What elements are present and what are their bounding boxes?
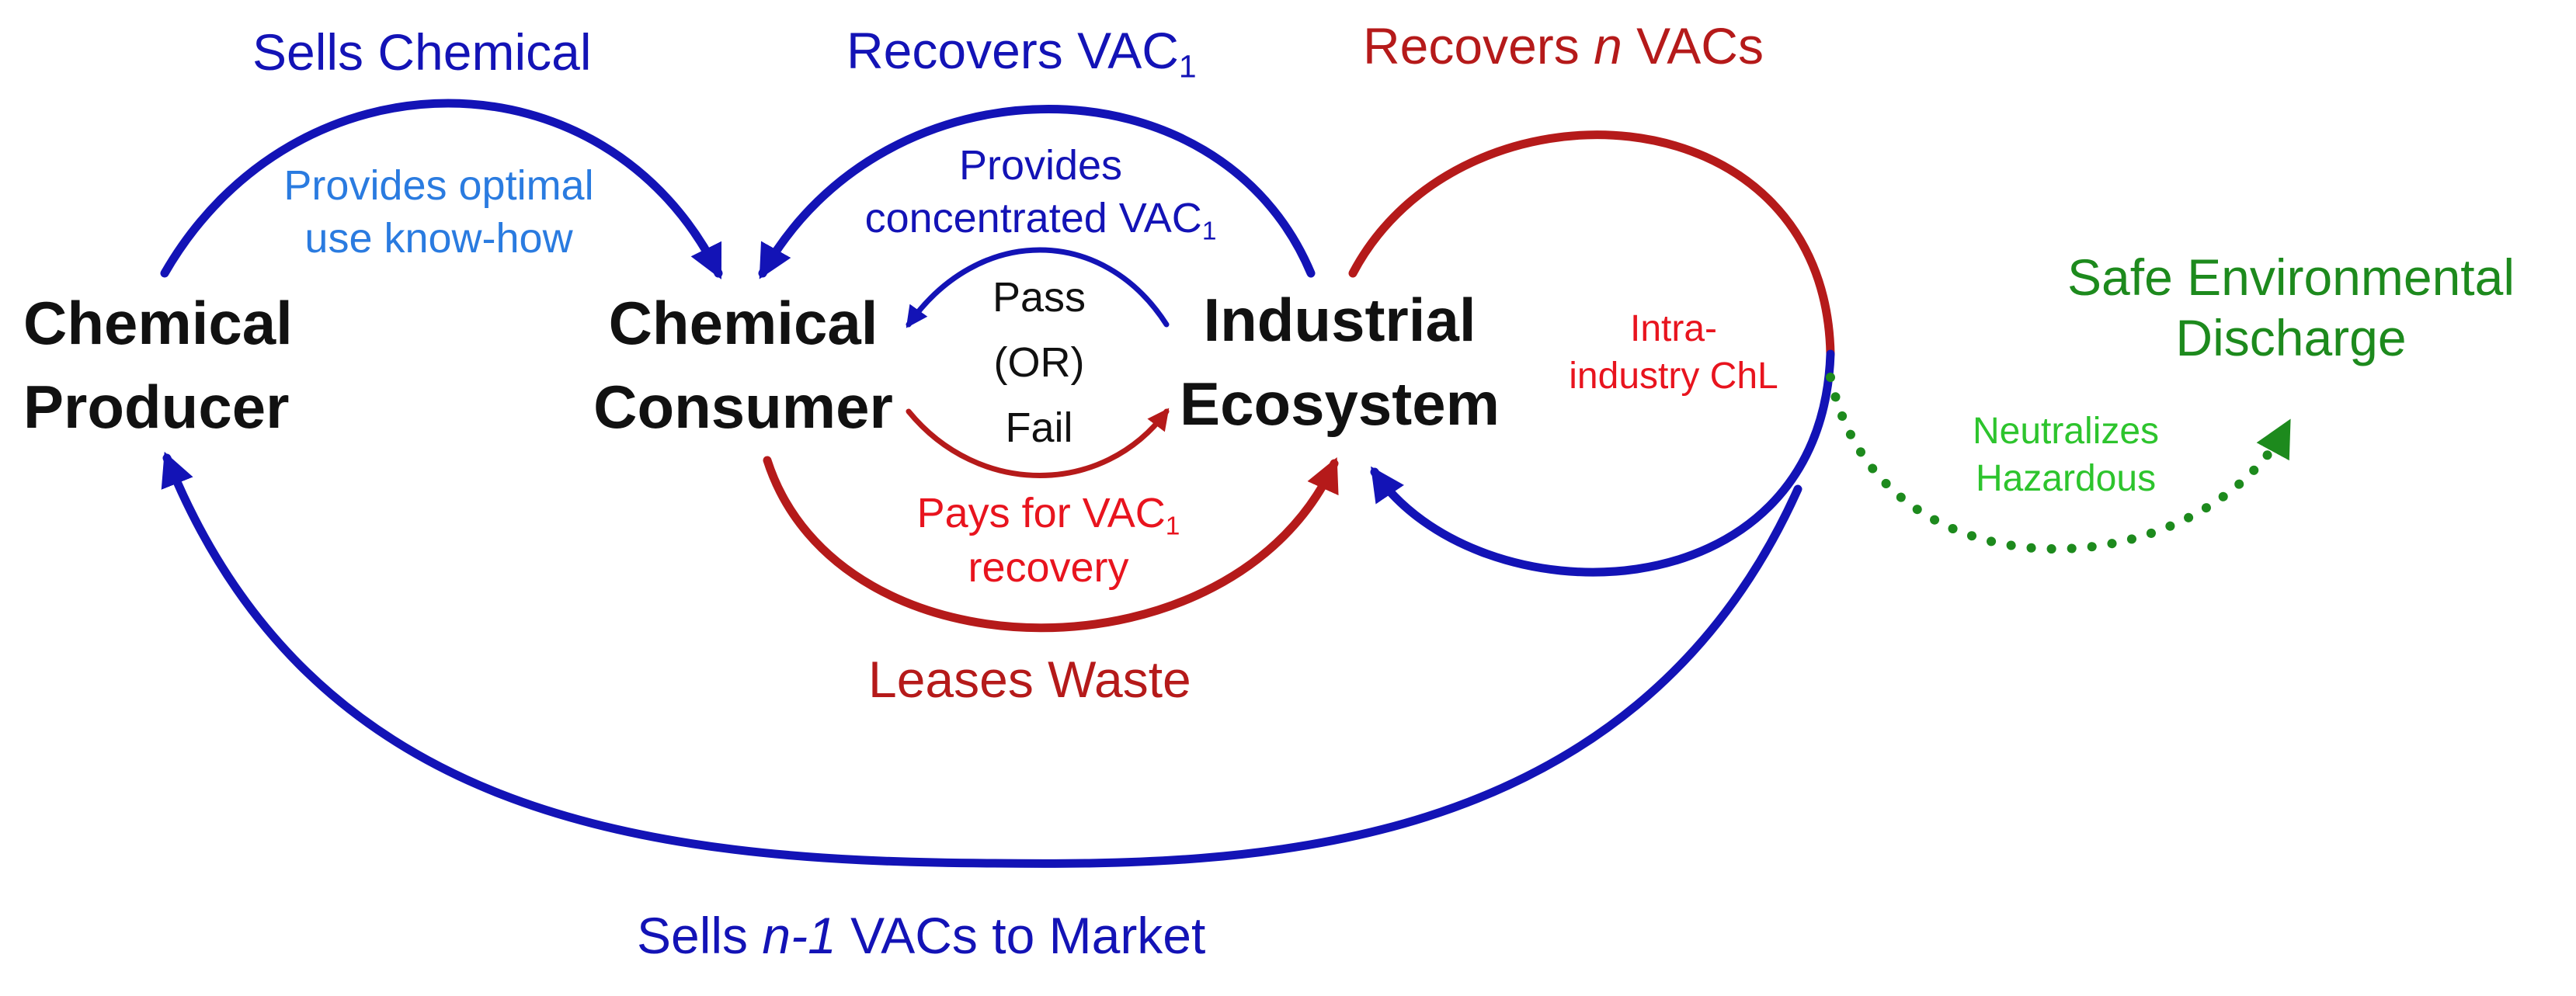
or-text: (OR): [993, 339, 1085, 387]
sells-market-post: VACs to Market: [836, 907, 1206, 964]
label-sells-chemical: Sells Chemical: [252, 23, 592, 81]
label-recovers-vac1: Recovers VAC1: [846, 22, 1197, 85]
discharge-line2: Discharge: [2175, 308, 2407, 366]
consumer-line1: Chemical: [608, 289, 878, 357]
provides-concentrated-line2: concentrated VAC1: [831, 194, 1250, 246]
label-intra-industry-chl: Intra- industry ChL: [1542, 307, 1806, 397]
label-pass-or-fail: Pass (OR) Fail: [946, 273, 1132, 452]
node-chemical-consumer: Chemical Consumer: [584, 289, 902, 442]
pays-line2: recovery: [968, 544, 1129, 592]
producer-line1: Chemical: [23, 289, 293, 357]
sells-market-pre: Sells: [637, 907, 763, 964]
label-sells-n-1-vacs-to-market: Sells n-1 VACs to Market: [637, 907, 1205, 966]
node-chemical-producer: Chemical Producer: [23, 289, 293, 442]
intra-industry-return-arrow: [1370, 349, 1835, 577]
provides-concentrated-text: concentrated VAC: [864, 195, 1202, 242]
node-industrial-ecosystem: Industrial Ecosystem: [1173, 286, 1507, 439]
neutralizes-line1: Neutralizes: [1972, 411, 2160, 452]
ecosystem-line2: Ecosystem: [1180, 369, 1500, 438]
intra-line1: Intra-: [1629, 308, 1718, 349]
recovers-vac1-text: Recovers VAC: [846, 22, 1179, 79]
recovers-n-vacs-loop-arc: [1348, 130, 1835, 359]
label-neutralizes-hazardous: Neutralizes Hazardous: [1926, 410, 2206, 500]
label-pays-for-vac1-recovery: Pays for VAC1 recovery: [885, 489, 1212, 592]
leases-waste-arrow: [763, 456, 1339, 633]
neutralizes-line2: Hazardous: [1975, 458, 2157, 500]
pass-text: Pass: [992, 274, 1086, 321]
label-provides-optimal-know-how: Provides optimal use know-how: [256, 161, 621, 262]
intra-line2: industry ChL: [1569, 356, 1778, 397]
sells-chemical-arrow: [160, 99, 723, 279]
fail-arrow: [906, 408, 1170, 478]
fail-text: Fail: [1005, 404, 1073, 452]
sells-market-italic: n-1: [762, 907, 836, 964]
provides-concentrated-sub: 1: [1201, 217, 1217, 246]
pays-sub: 1: [1165, 512, 1180, 541]
recovers-vac1-arrow: [758, 105, 1316, 279]
recovers-n-italic: n: [1594, 17, 1622, 75]
recovers-vac1-sub: 1: [1178, 48, 1197, 85]
label-leases-waste: Leases Waste: [868, 651, 1191, 708]
provides-concentrated-line1: Provides: [958, 142, 1123, 189]
consumer-line2: Consumer: [593, 372, 893, 441]
sells-to-market-arrow: [161, 451, 1803, 868]
pays-text: Pays for VAC: [916, 490, 1166, 536]
recovers-n-post: VACs: [1622, 17, 1764, 75]
label-recovers-n-vacs: Recovers n VACs: [1363, 17, 1764, 76]
ecosystem-line1: Industrial: [1203, 286, 1476, 354]
pays-line1: Pays for VAC1: [885, 489, 1212, 541]
recovers-n-pre: Recovers: [1363, 17, 1594, 75]
provides-optimal-line2: use know-how: [304, 215, 573, 262]
provides-optimal-line1: Provides optimal: [283, 162, 594, 209]
label-provides-concentrated-vac1: Provides concentrated VAC1: [831, 141, 1250, 246]
pass-arrow: [906, 247, 1170, 328]
discharge-line1: Safe Environmental: [2067, 248, 2515, 306]
node-safe-environmental-discharge: Safe Environmental Discharge: [2011, 248, 2571, 368]
producer-line2: Producer: [23, 372, 290, 441]
